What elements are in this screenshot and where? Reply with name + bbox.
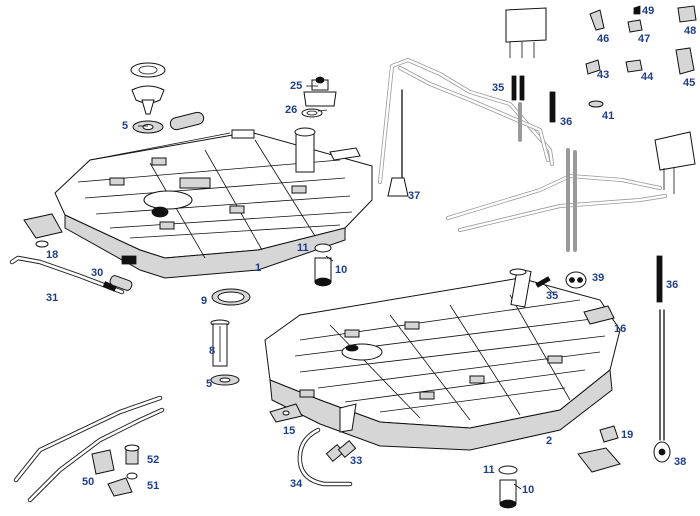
callout-43: 43	[597, 69, 610, 81]
callout-30: 30	[91, 267, 104, 279]
callout-37: 37	[408, 190, 421, 202]
part-19	[599, 425, 619, 443]
callout-10: 10	[522, 484, 535, 496]
callout-8: 8	[209, 345, 216, 357]
hose-30-31	[9, 255, 133, 295]
callout-5: 5	[206, 378, 213, 390]
bracket-lower	[577, 447, 621, 473]
bracket-18	[23, 213, 63, 248]
cap-25-26	[301, 76, 337, 118]
callout-38: 38	[674, 456, 687, 468]
leader-lines	[138, 85, 556, 490]
callout-15: 15	[283, 425, 296, 437]
filler-cap-assembly	[130, 62, 205, 134]
callout-1: 1	[255, 262, 262, 274]
callout-50: 50	[82, 476, 95, 488]
clips-43-49	[585, 5, 697, 75]
bracket-16	[583, 305, 615, 325]
callout-9: 9	[201, 295, 208, 307]
callout-31: 31	[46, 292, 59, 304]
callout-11: 11	[483, 464, 495, 476]
callout-26: 26	[285, 104, 298, 116]
callout-51: 51	[147, 480, 160, 492]
pump-10-11-b	[498, 465, 518, 509]
parts-51-52	[91, 444, 140, 497]
callout-35: 35	[546, 290, 559, 302]
fuel-tank-1	[54, 127, 373, 279]
callout-35: 35	[492, 82, 505, 94]
callout-11: 11	[297, 242, 309, 254]
part-37	[387, 177, 409, 197]
part-35-39	[535, 271, 587, 289]
part-15	[269, 403, 303, 423]
callout-52: 52	[147, 454, 160, 466]
callout-19: 19	[621, 429, 634, 441]
callout-46: 46	[597, 33, 610, 45]
pipes-50	[13, 395, 165, 503]
sender-8-9	[210, 288, 251, 386]
callout-34: 34	[290, 478, 303, 490]
callout-45: 45	[683, 77, 696, 89]
callout-39: 39	[592, 272, 605, 284]
callout-36: 36	[666, 279, 679, 291]
callout-5: 5	[122, 120, 129, 132]
fuel-tank-2	[264, 268, 621, 451]
callout-16: 16	[614, 323, 627, 335]
callout-10: 10	[335, 264, 348, 276]
callout-33: 33	[350, 455, 363, 467]
callout-48: 48	[684, 25, 697, 37]
pipe-36-38	[653, 255, 671, 463]
part-41	[588, 100, 604, 108]
callout-18: 18	[46, 249, 59, 261]
callout-36: 36	[560, 116, 573, 128]
fuel-lines	[378, 58, 667, 252]
callout-49: 49	[642, 5, 655, 17]
callout-2: 2	[546, 435, 553, 447]
callout-41: 41	[602, 110, 615, 122]
pump-10-11-a	[314, 243, 332, 287]
pump-block-top	[505, 7, 556, 123]
callout-44: 44	[641, 71, 654, 83]
callout-47: 47	[638, 33, 651, 45]
callout-25: 25	[290, 80, 303, 92]
canister	[654, 131, 696, 194]
hose-33-34	[297, 427, 357, 487]
